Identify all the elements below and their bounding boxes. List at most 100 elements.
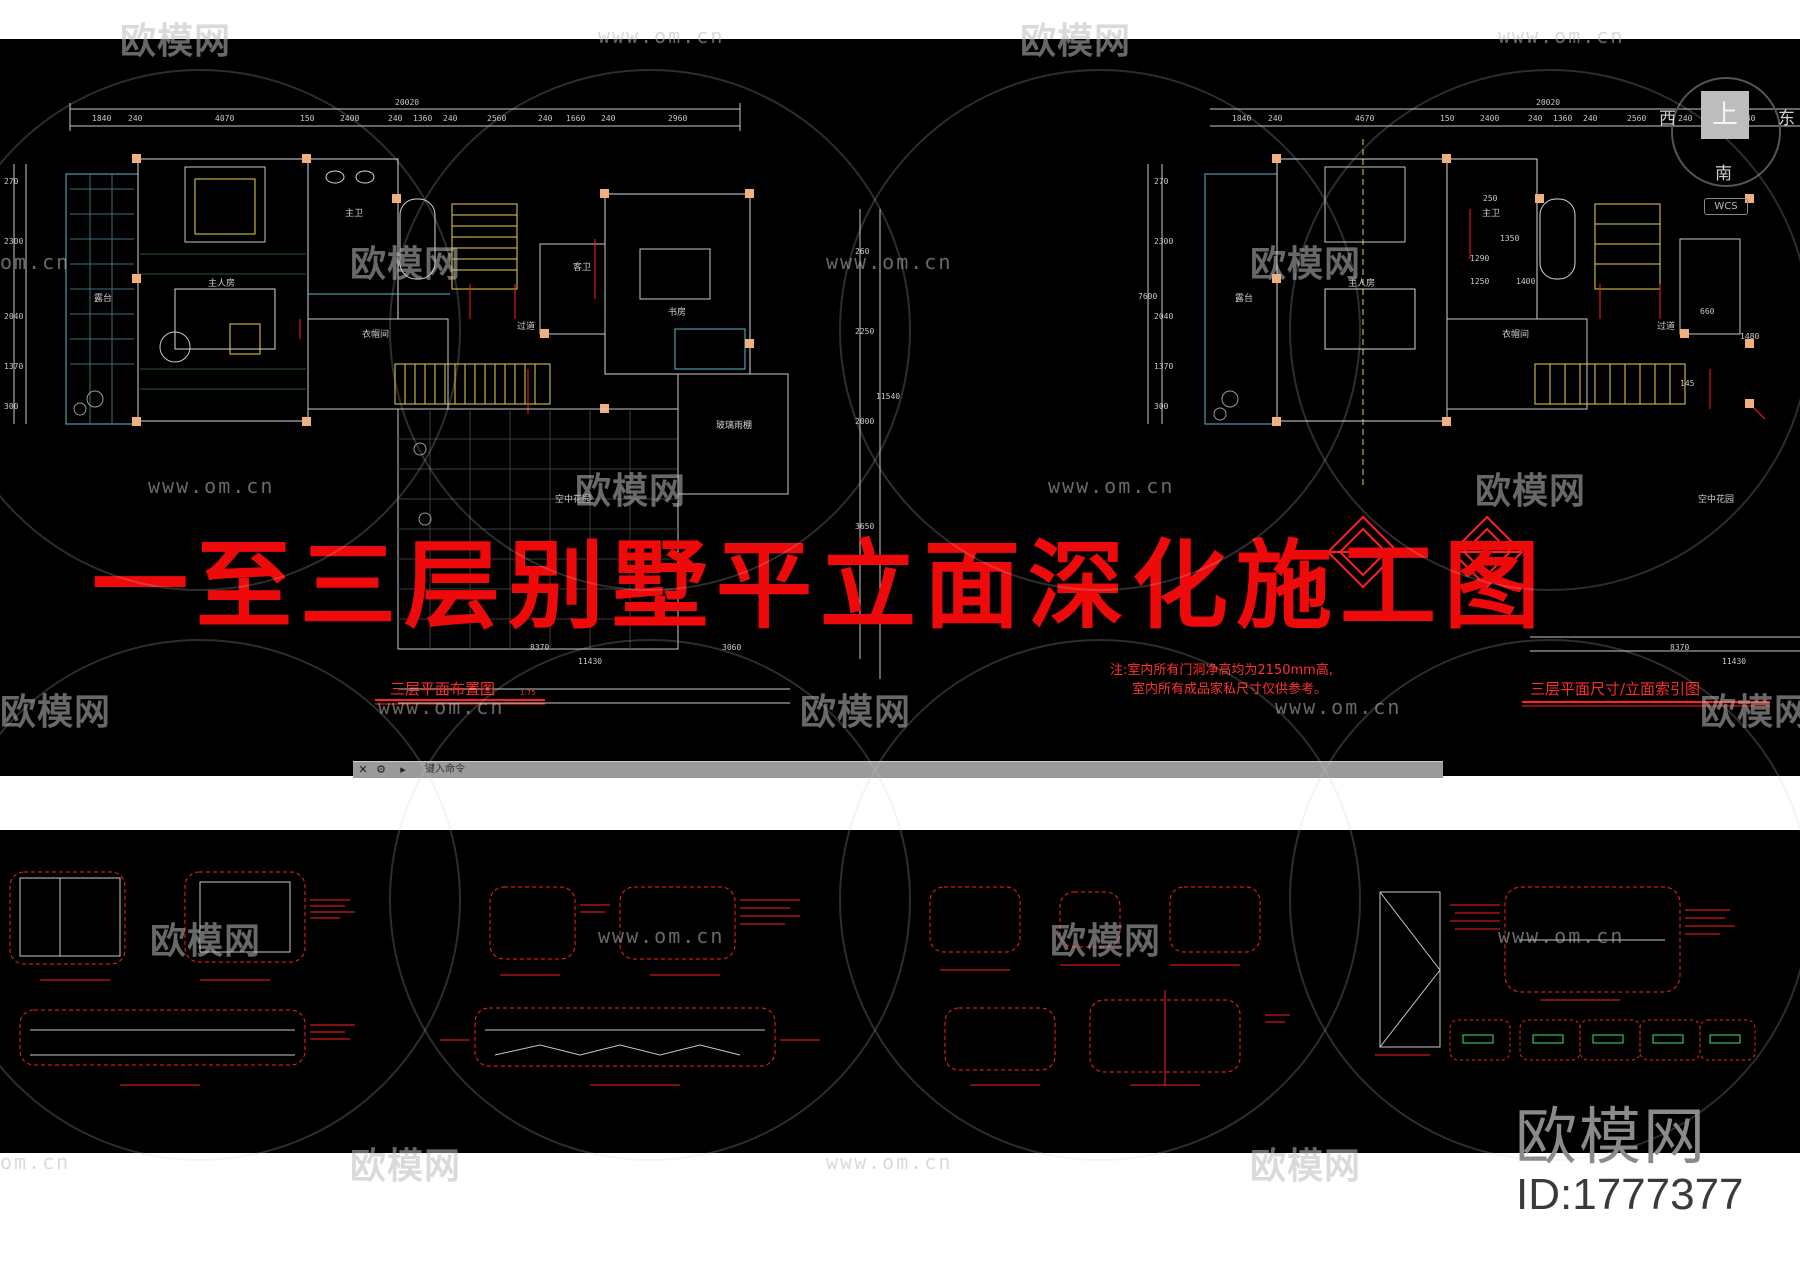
close-icon[interactable]: ✕ xyxy=(358,763,368,776)
asset-id: ID:1777377 xyxy=(1516,1170,1744,1219)
wrench-icon[interactable]: ⚙ xyxy=(376,763,386,776)
detail-sheet-3 xyxy=(929,886,1290,1086)
right-vdim: 270 xyxy=(1154,177,1169,186)
compass-east[interactable]: 东 xyxy=(1778,109,1795,129)
room-label: 露台 xyxy=(94,292,112,304)
left-plan-title: 三层平面布置图 xyxy=(390,680,495,698)
detail-drawings xyxy=(9,871,1756,1086)
inner-dim: 1400 xyxy=(1516,277,1535,286)
inner-dim: 1290 xyxy=(1470,254,1489,263)
room-label: 客卫 xyxy=(573,261,591,273)
right-overall-dim: 20020 xyxy=(1536,98,1560,107)
inner-dim: 250 xyxy=(1483,194,1498,203)
right-dim: 2400 xyxy=(1480,114,1499,123)
floor-plan-drawings: 20020 1840 240 4070 150 2400 240 1360 24… xyxy=(4,98,1800,707)
right-plan-title: 三层平面尺寸/立面索引图 xyxy=(1530,680,1700,698)
watermark-url: www.om.cn xyxy=(826,1150,953,1174)
detail-sheet-4 xyxy=(1375,886,1756,1061)
left-dim: 1360 xyxy=(413,114,432,123)
room-label: 主人房 xyxy=(1348,277,1375,289)
bottom-dim: 11430 xyxy=(578,657,602,666)
viewcube-top-face[interactable]: 上 xyxy=(1701,91,1749,139)
right-floor-plan xyxy=(1147,108,1800,652)
right-dim: 4670 xyxy=(1355,114,1374,123)
left-dim: 4070 xyxy=(215,114,234,123)
inner-dim: 1350 xyxy=(1500,234,1519,243)
right-vdim: 2040 xyxy=(1154,312,1173,321)
right-vdim: 2000 xyxy=(855,417,874,426)
left-dim: 240 xyxy=(601,114,616,123)
room-label: 玻璃雨棚 xyxy=(716,419,752,431)
headline-title: 一至三层别墅平立面深化施工图 xyxy=(92,530,1548,642)
right-dim: 240 xyxy=(1528,114,1543,123)
left-plan-scale: 1:75 xyxy=(520,689,536,697)
right-dim: 150 xyxy=(1440,114,1455,123)
detail-sheet-1 xyxy=(9,871,355,1086)
bottom-dim: 8370 xyxy=(530,643,549,652)
right-vdim: 2250 xyxy=(855,327,874,336)
inner-dim: 660 xyxy=(1700,307,1715,316)
compass-south[interactable]: 南 xyxy=(1715,164,1732,184)
room-label: 主卫 xyxy=(345,207,363,219)
left-overall-dim: 20020 xyxy=(395,98,419,107)
left-dim: 240 xyxy=(388,114,403,123)
right-vdim: 300 xyxy=(1154,402,1169,411)
room-label: 衣帽间 xyxy=(362,328,389,340)
left-dim: 2960 xyxy=(668,114,687,123)
room-label: 衣帽间 xyxy=(1502,328,1529,340)
right-dim: 1840 xyxy=(1232,114,1251,123)
right-dim: 240 xyxy=(1583,114,1598,123)
right-vdim: 3650 xyxy=(855,522,874,531)
left-dim: 150 xyxy=(300,114,315,123)
inner-dim: 145 xyxy=(1680,379,1695,388)
room-label: 过道 xyxy=(1657,320,1675,332)
right-bottom-dim: 8370 xyxy=(1670,643,1689,652)
right-bottom-dim: 11430 xyxy=(1722,657,1746,666)
left-vdim: 270 xyxy=(4,177,19,186)
note-line-1: 注:室内所有门洞净高均为2150mm高, xyxy=(1110,662,1333,678)
brand-logo-text: 欧模网 xyxy=(1515,1100,1708,1173)
room-label: 空中花园 xyxy=(555,493,591,505)
right-vdim: 1370 xyxy=(1154,362,1173,371)
left-dim: 240 xyxy=(443,114,458,123)
room-label: 露台 xyxy=(1235,292,1253,304)
right-dim: 240 xyxy=(1268,114,1283,123)
command-input[interactable]: 键入命令 xyxy=(425,764,465,775)
room-label: 空中花园 xyxy=(1698,493,1734,505)
room-label: 书房 xyxy=(668,306,686,318)
left-dim: 1840 xyxy=(92,114,111,123)
left-vdim: 2300 xyxy=(4,237,23,246)
left-dim: 2560 xyxy=(487,114,506,123)
left-dim: 1660 xyxy=(566,114,585,123)
wcs-menu[interactable]: WCS xyxy=(1704,198,1748,215)
right-vdim: 11540 xyxy=(876,392,900,401)
right-vdim: 2300 xyxy=(1154,237,1173,246)
left-vdim: 300 xyxy=(4,402,19,411)
right-vdim: 7600 xyxy=(1138,292,1157,301)
right-dim: 1360 xyxy=(1553,114,1572,123)
left-dim: 240 xyxy=(128,114,143,123)
left-floor-plan xyxy=(13,103,881,704)
compass-ring[interactable] xyxy=(1671,77,1781,187)
left-vdim: 1370 xyxy=(4,362,23,371)
bottom-dim: 3060 xyxy=(722,643,741,652)
command-line[interactable]: ✕ ⚙ ▸ 键入命令 xyxy=(353,761,1443,778)
room-label: 过道 xyxy=(517,320,535,332)
room-label: 主人房 xyxy=(208,277,235,289)
inner-dim: 1480 xyxy=(1740,332,1759,341)
prompt-arrow-icon[interactable]: ▸ xyxy=(400,763,406,776)
viewcube[interactable]: 上 西 东 南 WCS xyxy=(1657,77,1797,227)
compass-west[interactable]: 西 xyxy=(1659,109,1676,129)
cad-viewport-bottom[interactable] xyxy=(0,830,1800,1153)
left-dim: 240 xyxy=(538,114,553,123)
note-line-2: 室内所有成品家私尺寸仅供参考。 xyxy=(1132,681,1327,697)
inner-dim: 1250 xyxy=(1470,277,1489,286)
watermark-url: om.cn xyxy=(0,1150,71,1174)
left-vdim: 2040 xyxy=(4,312,23,321)
left-dim: 2400 xyxy=(340,114,359,123)
room-label: 主卫 xyxy=(1482,207,1500,219)
detail-sheet-2 xyxy=(440,886,820,1086)
right-vdim: 260 xyxy=(855,247,870,256)
cad-viewport-top[interactable]: 20020 1840 240 4070 150 2400 240 1360 24… xyxy=(0,39,1800,776)
right-dim: 2560 xyxy=(1627,114,1646,123)
